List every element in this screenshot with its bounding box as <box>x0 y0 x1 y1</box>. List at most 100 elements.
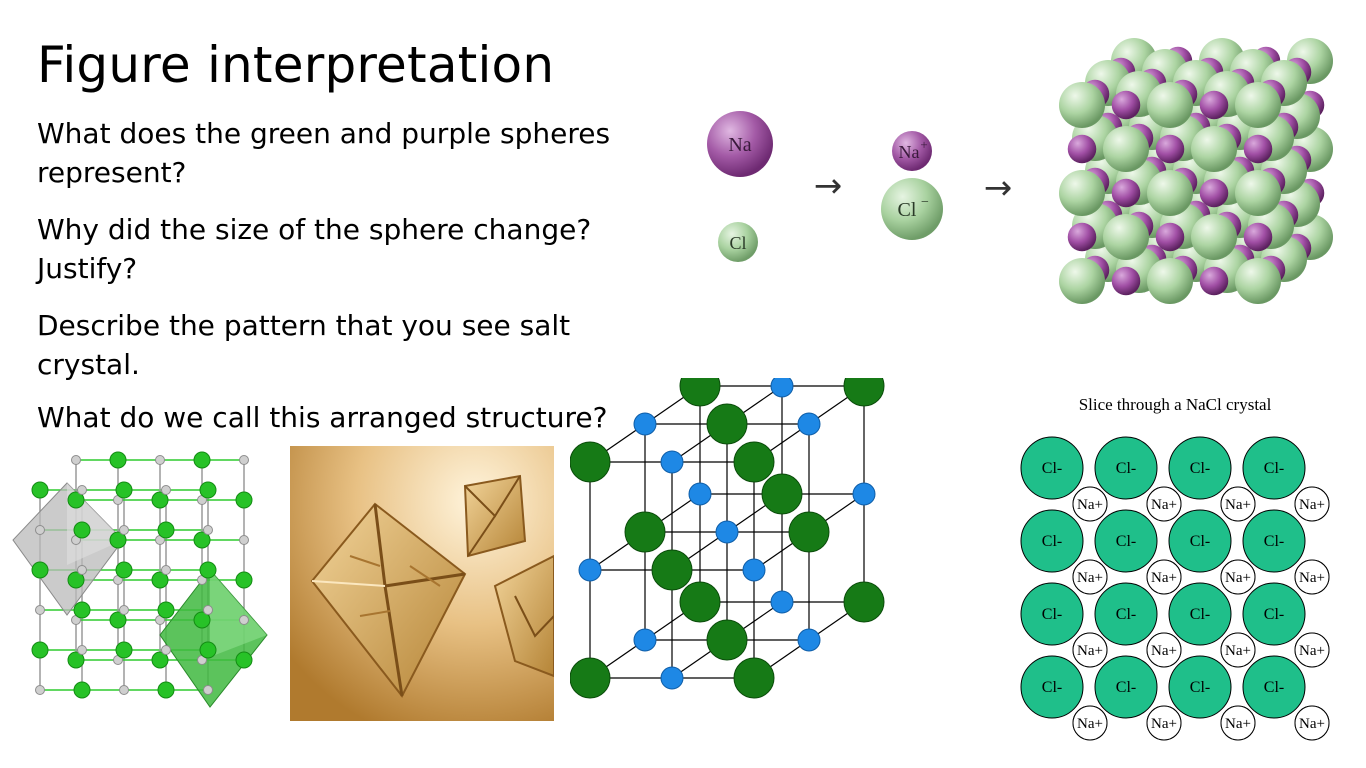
sodium-ion-circle <box>1294 559 1330 595</box>
chloride-ion-circle <box>1020 436 1084 500</box>
sodium-atom <box>77 565 87 575</box>
chloride-ion-sphere <box>1059 258 1105 304</box>
question-2: Why did the size of the sphere change? J… <box>37 213 592 285</box>
sodium-ion-circle <box>1072 705 1108 741</box>
chloride-ion-circle <box>1020 582 1084 646</box>
chloride-ion-circle <box>1242 509 1306 573</box>
chloride-atom <box>73 521 91 539</box>
chloride-atom <box>115 641 133 659</box>
chloride-atom <box>109 451 127 469</box>
arrow-1: → <box>814 166 843 206</box>
sodium-ion-sphere <box>1067 222 1097 252</box>
chloride-ball <box>843 581 885 623</box>
sodium-ion-circle <box>1220 559 1256 595</box>
chloride-ball <box>624 511 666 553</box>
sodium-ion-label: Na+ <box>1225 643 1251 659</box>
sodium-ion-sphere <box>1243 222 1273 252</box>
chloride-ion-label: Cl- <box>1264 460 1284 477</box>
sodium-atom <box>161 645 171 655</box>
chloride-ball <box>570 657 611 699</box>
slice-title: Slice through a NaCl crystal <box>1079 395 1272 414</box>
chloride-atom <box>157 521 175 539</box>
chloride-ion-label: Cl- <box>1116 679 1136 696</box>
chloride-atom <box>199 561 217 579</box>
sodium-ion-label: Na+ <box>1299 716 1325 732</box>
chloride-ball <box>679 378 721 407</box>
chloride-atom <box>199 641 217 659</box>
cubic-lattice-model <box>570 378 975 748</box>
chloride-ion-label: Cl- <box>1264 606 1284 623</box>
sodium-ball <box>633 412 657 436</box>
sodium-atom <box>77 485 87 495</box>
chloride-ion-sphere <box>1059 170 1105 216</box>
sodium-atom <box>203 685 213 695</box>
sodium-ion-sphere <box>1111 266 1141 296</box>
chloride-ion-circle <box>1020 655 1084 719</box>
chloride-atom <box>31 561 49 579</box>
sodium-ion-label: Na+ <box>1225 570 1251 586</box>
sodium-ion-label: Na+ <box>1077 570 1103 586</box>
chloride-atom <box>193 531 211 549</box>
chloride-ion-circle <box>1094 655 1158 719</box>
chloride-atom <box>67 651 85 669</box>
chloride-ion-circle <box>1094 436 1158 500</box>
salt-crystal-photo <box>290 446 554 721</box>
chloride-ball <box>706 403 748 445</box>
sodium-ion-sphere <box>1243 134 1273 164</box>
chloride-atom <box>115 481 133 499</box>
chloride-atom <box>151 651 169 669</box>
chloride-ball <box>788 511 830 553</box>
sodium-ion-label: Na+ <box>1077 643 1103 659</box>
sodium-ion-label: Na+ <box>1299 570 1325 586</box>
sodium-ion-sphere <box>1199 178 1229 208</box>
sodium-atom <box>119 605 129 615</box>
chloride-ion-circle <box>1094 582 1158 646</box>
sodium-atom <box>35 525 45 535</box>
sodium-ball <box>578 558 602 582</box>
question-3: Describe the pattern that you see salt c… <box>37 309 571 381</box>
chloride-ball <box>651 549 693 591</box>
chloride-ion-sphere <box>1191 214 1237 260</box>
chloride-ball <box>706 619 748 661</box>
chloride-atom <box>73 601 91 619</box>
chloride-ion-sphere <box>1235 170 1281 216</box>
cl-ion-label: Cl <box>898 199 917 221</box>
sodium-atom <box>119 685 129 695</box>
chloride-ion-sphere <box>1103 214 1149 260</box>
chloride-ball <box>843 378 885 407</box>
chloride-ion-sphere <box>1191 126 1237 172</box>
chloride-ion-sphere <box>1235 82 1281 128</box>
sodium-ball <box>633 628 657 652</box>
chloride-atom <box>235 571 253 589</box>
sodium-ion-circle <box>1146 632 1182 668</box>
chloride-atom <box>109 611 127 629</box>
sodium-ball <box>770 378 794 398</box>
sodium-ion-label: Na+ <box>1077 716 1103 732</box>
chloride-ball <box>679 581 721 623</box>
chloride-atom <box>115 561 133 579</box>
sodium-atom <box>119 525 129 535</box>
sodium-ball <box>660 666 684 690</box>
chloride-ion-circle <box>1242 582 1306 646</box>
chloride-ion-label: Cl- <box>1190 533 1210 550</box>
sodium-ion-circle <box>1294 486 1330 522</box>
chloride-atom <box>151 571 169 589</box>
chloride-atom <box>193 611 211 629</box>
chloride-ion-label: Cl- <box>1042 533 1062 550</box>
cl-ion-sphere <box>881 178 943 240</box>
sodium-ion-sphere <box>1199 266 1229 296</box>
na-ion-label: Na <box>899 142 920 162</box>
sodium-atom <box>77 645 87 655</box>
sodium-ball <box>770 590 794 614</box>
na-atom-sphere <box>707 111 773 177</box>
sodium-ion-circle <box>1294 705 1330 741</box>
sodium-atom <box>239 455 249 465</box>
chloride-ball <box>733 657 775 699</box>
chloride-ion-circle <box>1242 436 1306 500</box>
sodium-atom <box>203 605 213 615</box>
ion-formation-svg: Na Cl → Na + Cl − → <box>707 111 1012 262</box>
sodium-atom <box>155 455 165 465</box>
sodium-atom <box>239 535 249 545</box>
question-4: What do we call this arranged structure? <box>37 401 608 434</box>
nacl-slice-diagram: Slice through a NaCl crystal Na+ Na+ Na+ Na… <box>1005 388 1350 748</box>
